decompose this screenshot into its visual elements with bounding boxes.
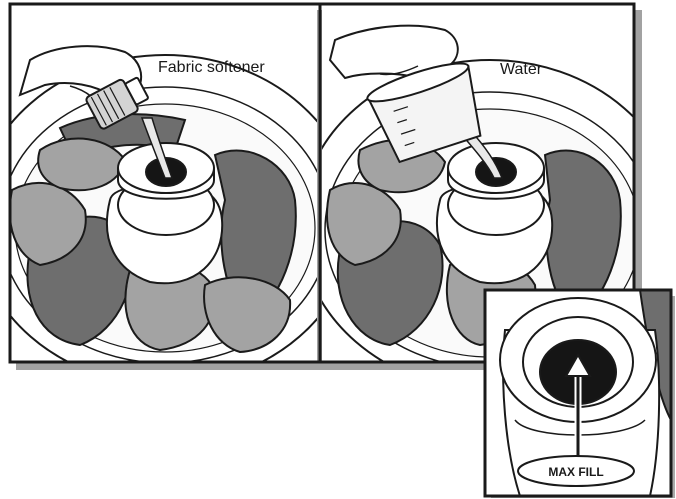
max-fill-badge bbox=[517, 455, 635, 487]
fabric-softener-label: Fabric softener bbox=[158, 59, 265, 76]
left-panel-fabric-softener: Fabric softener bbox=[10, 4, 317, 362]
water-label: Water bbox=[500, 61, 543, 78]
max-fill-label: MAX FILL bbox=[548, 465, 603, 479]
max-fill-inset: MAX FILL bbox=[483, 288, 673, 498]
max-fill-arrow-icon bbox=[564, 352, 592, 456]
